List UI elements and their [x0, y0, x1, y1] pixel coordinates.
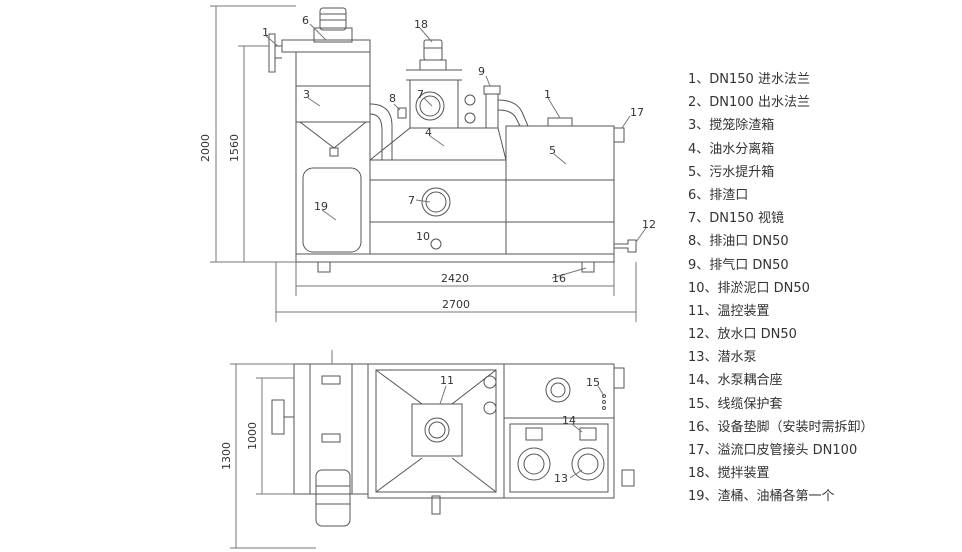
callout-16: 16	[552, 272, 566, 285]
callout-13: 13	[554, 472, 568, 485]
callout-4: 4	[425, 126, 432, 139]
dim-width-inner: 1000	[246, 422, 259, 450]
parts-legend: 1、DN150 进水法兰 2、DN100 出水法兰 3、搅笼除渣箱 4、油水分离…	[688, 68, 958, 509]
callout-15: 15	[586, 376, 600, 389]
base-frame	[295, 253, 615, 263]
callout-7-lower: 7	[408, 194, 415, 207]
dimension-labels: 2000 1560 2420 2700 1000 1300	[199, 134, 470, 470]
foot-right	[581, 261, 595, 273]
callout-11: 11	[440, 374, 454, 387]
legend-item-12: 12、放水口 DN50	[688, 327, 797, 343]
legend-item-18: 18、搅拌装置	[688, 466, 770, 482]
plan-inlet-flange	[271, 399, 285, 435]
dim-length-total: 2700	[442, 298, 470, 311]
legend-item-9: 9、排气口 DN50	[688, 257, 789, 273]
slag-motor	[319, 7, 347, 31]
elevation-view	[210, 5, 647, 322]
legend-item-6: 6、排渣口	[688, 187, 749, 203]
dim-height-total: 2000	[199, 134, 212, 162]
legend-item-14: 14、水泵耦合座	[688, 373, 783, 389]
plan-stirrer	[411, 403, 463, 457]
dim-length-inner: 2420	[441, 272, 469, 285]
callout-1-lift: 1	[544, 88, 551, 101]
sludge-outlet	[430, 238, 442, 250]
sight-glass-upper	[415, 91, 445, 121]
callout-9: 9	[478, 65, 485, 78]
legend-item-8: 8、排油口 DN50	[688, 234, 789, 250]
callout-labels: 1 6 3 18 8 7 9 1 17 4 5 7 19 10 12 16 11…	[262, 14, 656, 485]
legend-item-15: 15、线缆保护套	[688, 396, 783, 412]
callout-17: 17	[630, 106, 644, 119]
plan-separator	[367, 363, 505, 499]
vent-pipe	[485, 93, 499, 129]
stirrer-motor	[423, 39, 443, 61]
legend-item-1: 1、DN150 进水法兰	[688, 72, 810, 87]
legend-item-3: 3、搅笼除渣箱	[688, 118, 775, 134]
callout-5: 5	[549, 144, 556, 157]
plan-lift-tank	[503, 363, 615, 499]
pump-left	[517, 447, 551, 481]
pump-right	[571, 447, 605, 481]
legend-item-7: 7、DN150 视镜	[688, 211, 784, 227]
callout-14: 14	[562, 414, 576, 427]
callout-8: 8	[389, 92, 396, 105]
callout-1-inlet: 1	[262, 26, 269, 39]
callout-7-upper: 7	[417, 88, 424, 101]
callout-6: 6	[302, 14, 309, 27]
lift-tank	[505, 125, 615, 255]
legend-item-13: 13、潜水泵	[688, 350, 757, 366]
dim-height-inlet: 1560	[228, 134, 241, 162]
callout-3: 3	[303, 88, 310, 101]
legend-item-11: 11、温控装置	[688, 303, 770, 319]
callout-19: 19	[314, 200, 328, 213]
plan-slag-motor	[315, 469, 351, 527]
legend-item-17: 17、溢流口皮管接头 DN100	[688, 443, 858, 458]
callout-10: 10	[416, 230, 430, 243]
sight-glass-lower	[421, 187, 451, 217]
inlet-flange	[268, 33, 276, 73]
separator-hopper	[369, 127, 507, 161]
callout-18: 18	[414, 18, 428, 31]
plan-lift-manhole	[545, 377, 571, 403]
legend-item-2: 2、DN100 出水法兰	[688, 95, 810, 111]
legend-item-5: 5、污水提升箱	[688, 164, 775, 180]
dim-width-total: 1300	[220, 442, 233, 470]
slag-bucket	[302, 167, 362, 253]
legend-item-16: 16、设备垫脚（安装时需拆卸）	[688, 419, 874, 435]
foot-left	[317, 261, 331, 273]
plan-view	[230, 350, 635, 549]
callout-12: 12	[642, 218, 656, 231]
legend-item-4: 4、油水分离箱	[688, 141, 775, 157]
legend-item-19: 19、渣桶、油桶各第一个	[688, 489, 835, 505]
legend-item-10: 10、排淤泥口 DN50	[688, 280, 810, 296]
